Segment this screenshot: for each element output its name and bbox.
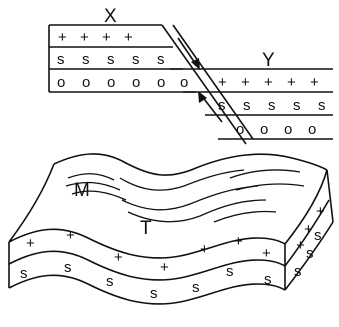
x-s-5: s xyxy=(157,51,165,68)
fold-s-6: s xyxy=(226,263,234,280)
fault-diagram: X Y xyxy=(48,6,333,145)
fold-plus-8: + xyxy=(316,203,325,220)
x-o-1: o xyxy=(57,74,65,91)
label-y: Y xyxy=(262,50,275,71)
x-s-3: s xyxy=(107,51,115,68)
y-plus-4: + xyxy=(287,74,296,91)
x-s-4: s xyxy=(132,51,140,68)
x-plus-1: + xyxy=(58,29,67,46)
fold-top-right-edge xyxy=(284,169,328,245)
fold-plus-4: + xyxy=(160,259,169,276)
fold-plus-5: + xyxy=(200,241,209,258)
fold-plus-9: + xyxy=(304,221,313,238)
y-o-3: o xyxy=(284,121,292,138)
fold-plus-7: + xyxy=(262,245,271,262)
y-plus-3: + xyxy=(264,74,273,91)
fold-diagram: M T + + + + + + + + + + s s s s s s s s … xyxy=(8,153,334,305)
y-plus-1: + xyxy=(218,74,227,91)
fold-plus-3: + xyxy=(114,249,123,266)
fold-bed-boundary xyxy=(8,250,286,281)
fold-s-1: s xyxy=(20,265,28,282)
block-y-lines xyxy=(170,68,333,140)
y-s-4: s xyxy=(293,97,301,114)
fold-plus-2: + xyxy=(66,227,75,244)
y-s-2: s xyxy=(243,97,251,114)
label-x: X xyxy=(104,6,117,27)
x-s-1: s xyxy=(57,51,65,68)
x-o-4: o xyxy=(132,74,140,91)
block-x-symbols: + + + + s s s s s o o o o o o xyxy=(57,29,188,91)
fold-s-10: s xyxy=(294,263,302,280)
fold-top-left-edge xyxy=(8,163,55,243)
fold-s-3: s xyxy=(106,273,114,290)
x-s-2: s xyxy=(82,51,90,68)
arrow-down xyxy=(177,37,200,70)
y-s-5: s xyxy=(318,97,326,114)
x-plus-2: + xyxy=(80,29,89,46)
fold-back-right-vertical xyxy=(326,169,334,223)
arrow-up xyxy=(198,91,223,123)
fold-plus-1: + xyxy=(26,235,35,252)
fold-front-bottom-edge xyxy=(8,274,286,305)
y-plus-5: + xyxy=(310,74,319,91)
x-plus-3: + xyxy=(102,29,111,46)
fold-top-back-edge xyxy=(53,153,328,176)
fold-front-top-edge xyxy=(8,228,286,259)
block-y-symbols: + + + + + s s s s s o o o o xyxy=(218,74,326,138)
label-t: T xyxy=(140,218,152,239)
fold-side-bottom-edge xyxy=(284,221,334,291)
x-o-5: o xyxy=(157,74,165,91)
fold-plus-6: + xyxy=(234,233,243,250)
y-s-3: s xyxy=(268,97,276,114)
x-o-6: o xyxy=(180,74,188,91)
fault-planes xyxy=(161,24,254,145)
fold-s-2: s xyxy=(64,259,72,276)
label-m: M xyxy=(74,180,90,201)
fold-s-symbols: s s s s s s s s s s xyxy=(20,227,322,302)
fold-s-9: s xyxy=(306,245,314,262)
fold-s-5: s xyxy=(192,279,200,296)
fold-s-8: s xyxy=(314,227,322,244)
y-o-1: o xyxy=(236,121,244,138)
y-o-2: o xyxy=(260,121,268,138)
y-o-4: o xyxy=(308,121,316,138)
y-s-1: s xyxy=(218,97,226,114)
fold-plus-symbols: + + + + + + + + + + xyxy=(26,203,325,276)
fold-s-7: s xyxy=(264,271,272,288)
block-x-lines xyxy=(48,24,196,93)
y-plus-2: + xyxy=(241,74,250,91)
fold-side-bed-boundary xyxy=(284,199,330,267)
x-o-2: o xyxy=(82,74,90,91)
x-plus-4: + xyxy=(124,29,133,46)
fold-surface-lines xyxy=(65,169,305,223)
fold-s-4: s xyxy=(150,285,158,302)
x-o-3: o xyxy=(107,74,115,91)
fold-plus-10: + xyxy=(296,237,305,254)
